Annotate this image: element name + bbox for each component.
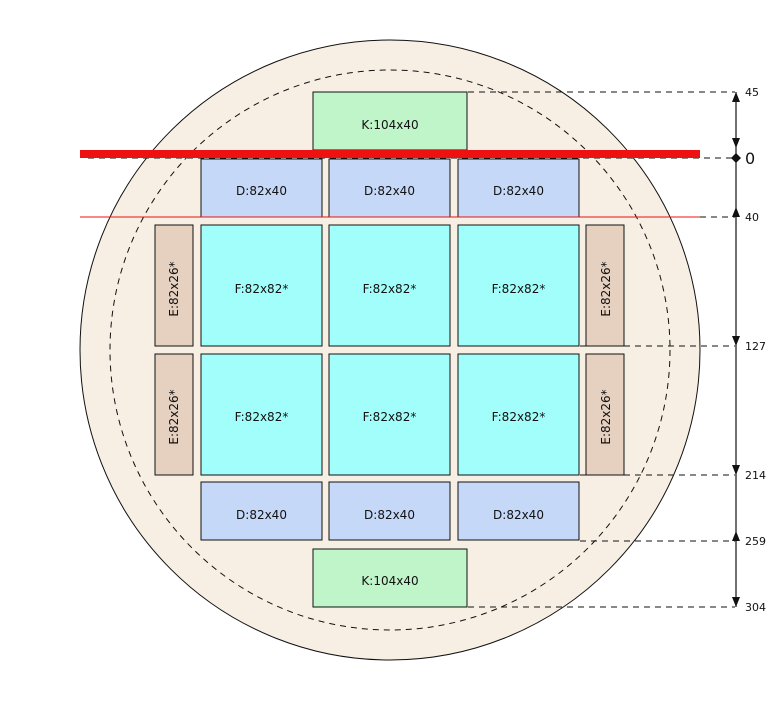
- cell-f-r2-c2: [328, 353, 451, 476]
- cell-f-r2-c1: [200, 353, 323, 476]
- cell-d-bottom-3-label: D:82x40: [493, 508, 544, 522]
- cell-d-bottom-3: [457, 481, 580, 541]
- cell-f-r1-c3-label: F:82x82*: [492, 282, 546, 296]
- scale-label-0: 0: [745, 149, 755, 168]
- cell-f-r2-c3-label: F:82x82*: [492, 410, 546, 424]
- cell-d-bottom-2: [328, 481, 451, 541]
- cell-k-top-label: K:104x40: [361, 118, 418, 132]
- cell-e-left-1-label: E:82x26*: [167, 261, 181, 316]
- scale-label-304: 304: [745, 601, 766, 614]
- cell-d-top-1: [200, 158, 323, 218]
- usable-area-boundary: [109, 69, 671, 631]
- cell-f-r2-c1-label: F:82x82*: [235, 410, 289, 424]
- cell-e-right-1-label: E:82x26*: [599, 261, 613, 316]
- scale-label-214: 214: [745, 469, 766, 482]
- scale-label-127: 127: [745, 340, 766, 353]
- scale-arrows: [732, 92, 740, 607]
- cell-e-left-2: [154, 353, 194, 476]
- cell-f-r2-c3: [457, 353, 580, 476]
- cell-f-r1-c2: [328, 224, 451, 347]
- scale-label-45: 45: [745, 86, 759, 99]
- cell-f-r1-c3: [457, 224, 580, 347]
- cell-f-r2-c2-label: F:82x82*: [363, 410, 417, 424]
- cell-d-top-3-label: D:82x40: [493, 184, 544, 198]
- cell-f-r1-c1-label: F:82x82*: [235, 282, 289, 296]
- cell-e-right-1: [585, 224, 625, 347]
- cell-k-bottom: [312, 548, 468, 608]
- cell-d-top-2: [328, 158, 451, 218]
- cell-f-r1-c1: [200, 224, 323, 347]
- cell-e-right-2: [585, 353, 625, 476]
- cell-d-top-1-label: D:82x40: [236, 184, 287, 198]
- cell-e-right-2-label: E:82x26*: [599, 389, 613, 444]
- cell-f-r1-c2-label: F:82x82*: [363, 282, 417, 296]
- cell-e-left-1: [154, 224, 194, 347]
- cell-d-bottom-1-label: D:82x40: [236, 508, 287, 522]
- cell-d-bottom-2-label: D:82x40: [364, 508, 415, 522]
- zero-marker: [731, 153, 741, 163]
- cell-d-bottom-1: [200, 481, 323, 541]
- scale-label-259: 259: [745, 535, 766, 548]
- cell-e-left-2-label: E:82x26*: [167, 389, 181, 444]
- scale-label-40: 40: [745, 211, 759, 224]
- cell-d-top-2-label: D:82x40: [364, 184, 415, 198]
- cell-d-top-3: [457, 158, 580, 218]
- cell-k-bottom-label: K:104x40: [361, 574, 418, 588]
